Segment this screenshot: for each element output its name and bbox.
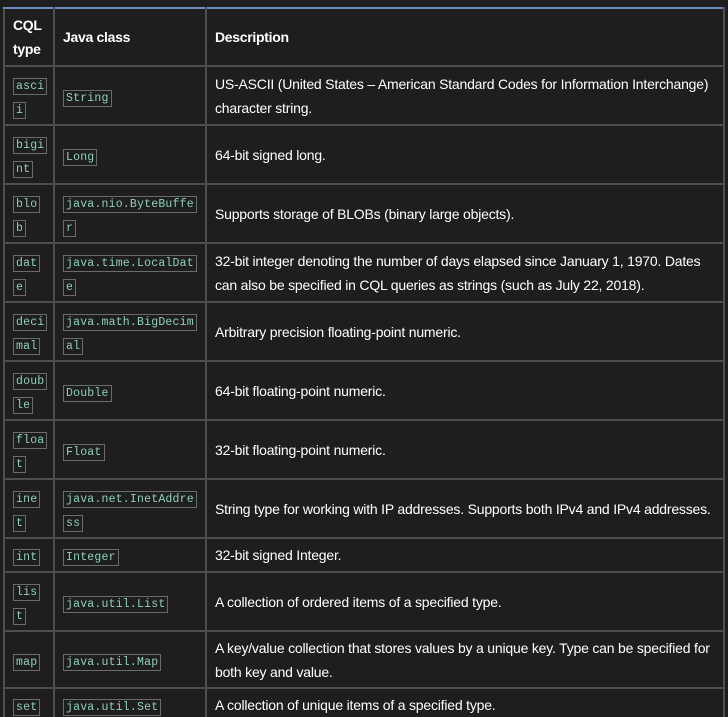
description-cell: A key/value collection that stores value… (205, 630, 725, 689)
description-cell: 64-bit signed long. (205, 124, 725, 185)
cql-type-cell: date (3, 242, 55, 303)
java-class-code: java.util.Set (63, 699, 162, 716)
java-class-cell: java.util.Set (53, 687, 207, 717)
header-java-class: Java class (53, 7, 207, 67)
header-row: CQL type Java class Description (3, 7, 725, 67)
description-cell: 32-bit integer denoting the number of da… (205, 242, 725, 303)
java-class-cell: Integer (53, 537, 207, 573)
java-class-code: Float (63, 443, 105, 461)
java-class-cell: Long (53, 124, 207, 185)
description-cell: US-ASCII (United States – American Stand… (205, 65, 725, 126)
description-cell: A collection of ordered items of a speci… (205, 571, 725, 632)
cql-type-cell: map (3, 630, 55, 689)
header-cql-type-line1: CQL (13, 17, 42, 33)
cql-type-code: date (13, 254, 41, 296)
cql-type-code: map (13, 653, 41, 671)
java-class-cell: java.time.LocalDate (53, 242, 207, 303)
table-body: ascii String US-ASCII (United States – Ame… (3, 65, 725, 717)
cql-type-cell: ascii (3, 65, 55, 126)
java-class-code: java.util.Map (63, 653, 162, 671)
cql-type-code: list (13, 583, 41, 625)
java-class-cell: Float (53, 419, 207, 480)
cql-type-cell: blob (3, 183, 55, 244)
java-class-code: java.time.LocalDate (63, 254, 197, 296)
cql-type-code: float (13, 431, 48, 473)
description-cell: 32-bit signed Integer. (205, 537, 725, 573)
cql-type-code: inet (13, 490, 41, 532)
description-cell: 32-bit floating-point numeric. (205, 419, 725, 480)
java-class-code: String (63, 89, 112, 107)
java-class-cell: java.net.InetAddress (53, 478, 207, 539)
java-class-code: java.net.InetAddress (63, 490, 197, 532)
cql-type-code: set (13, 699, 41, 716)
cql-type-cell: double (3, 360, 55, 421)
cql-type-cell: set (3, 687, 55, 717)
java-class-cell: String (53, 65, 207, 126)
table-row: list java.util.List A collection of ordere… (3, 571, 725, 632)
java-class-cell: java.util.List (53, 571, 207, 632)
table-row: set java.util.Set A collection of unique i… (3, 687, 725, 717)
table-row: int Integer 32-bit signed Integer. (3, 537, 725, 573)
header-description: Description (205, 7, 725, 67)
cql-type-code: ascii (13, 77, 48, 119)
java-class-cell: java.math.BigDecimal (53, 301, 207, 362)
table-row: ascii String US-ASCII (United States – Ame… (3, 65, 725, 126)
description-cell: A collection of unique items of a specif… (205, 687, 725, 717)
cql-type-code: decimal (13, 313, 48, 355)
header-cql-type: CQL type (3, 7, 55, 67)
java-class-code: java.util.List (63, 595, 169, 613)
cql-type-cell: inet (3, 478, 55, 539)
table-header: CQL type Java class Description (3, 7, 725, 67)
java-class-code: java.math.BigDecimal (63, 313, 197, 355)
java-class-cell: Double (53, 360, 207, 421)
cql-type-cell: float (3, 419, 55, 480)
description-cell: Arbitrary precision floating-point numer… (205, 301, 725, 362)
java-class-code: java.nio.ByteBuffer (63, 195, 197, 237)
description-cell: String type for working with IP addresse… (205, 478, 725, 539)
cql-type-code: bigint (13, 136, 48, 178)
header-cql-type-line2: type (13, 41, 41, 57)
cql-type-code: int (13, 549, 41, 566)
table-row: map java.util.Map A key/value collection t… (3, 630, 725, 689)
java-class-code: Double (63, 384, 112, 402)
table-row: float Float 32-bit floating-point numeric. (3, 419, 725, 480)
table-row: double Double 64-bit floating-point numeri… (3, 360, 725, 421)
description-cell: Supports storage of BLOBs (binary large … (205, 183, 725, 244)
table-row: bigint Long 64-bit signed long. (3, 124, 725, 185)
cql-type-code: double (13, 372, 48, 414)
cql-type-cell: decimal (3, 301, 55, 362)
cql-type-cell: int (3, 537, 55, 573)
cql-type-cell: list (3, 571, 55, 632)
description-cell: 64-bit floating-point numeric. (205, 360, 725, 421)
cql-type-cell: bigint (3, 124, 55, 185)
cql-type-code: blob (13, 195, 41, 237)
java-class-code: Long (63, 148, 98, 166)
java-class-cell: java.nio.ByteBuffer (53, 183, 207, 244)
java-class-cell: java.util.Map (53, 630, 207, 689)
java-class-code: Integer (63, 549, 119, 566)
